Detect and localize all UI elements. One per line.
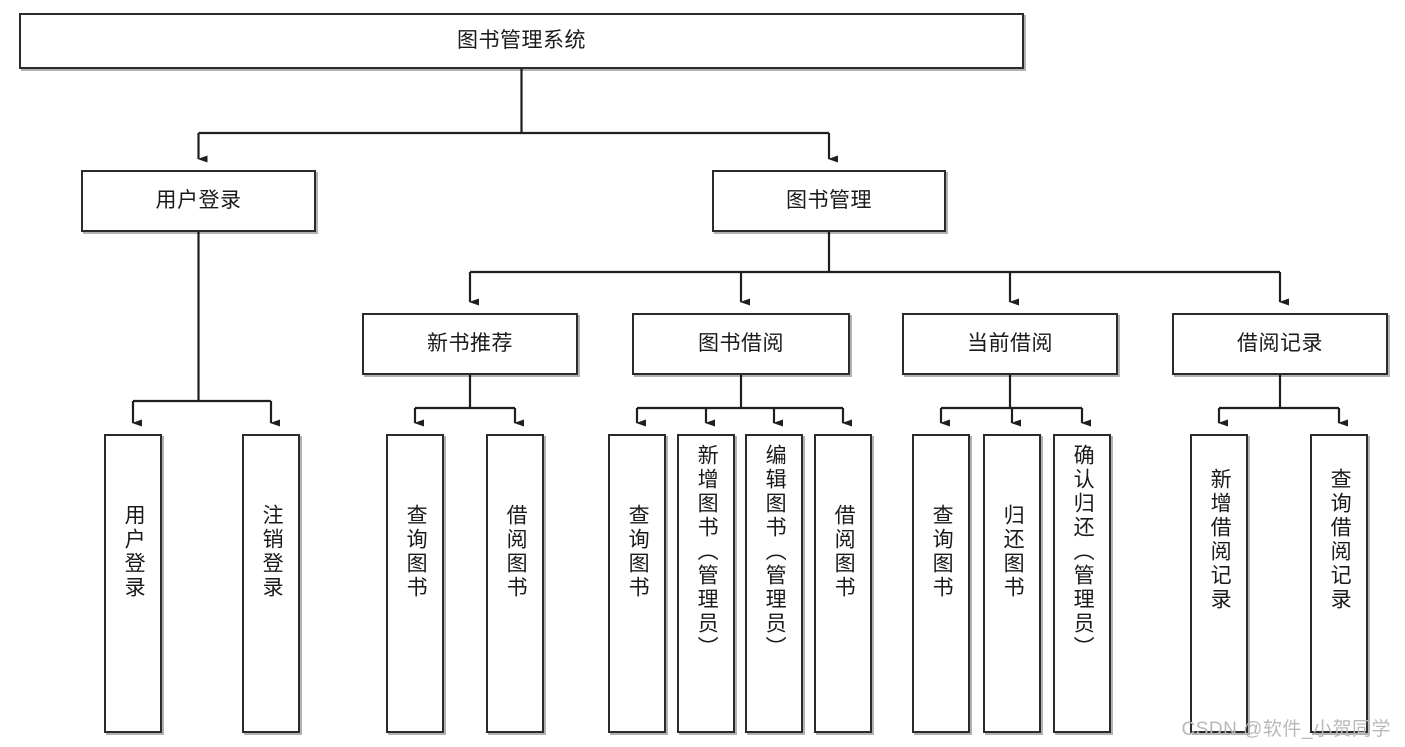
watermark-text: CSDN @软件_小贺同学 xyxy=(1181,719,1391,740)
node-book-manage-label: 图书管理 xyxy=(786,188,872,212)
node-leaf-user-login[interactable]: 用户登录 xyxy=(104,434,162,733)
node-leaf-user-logout[interactable]: 注销登录 xyxy=(242,434,300,733)
node-leaf-borrow-book-1-label: 借阅图书 xyxy=(504,504,528,600)
node-leaf-borrow-book-2[interactable]: 借阅图书 xyxy=(814,434,872,733)
node-book-borrow[interactable]: 图书借阅 xyxy=(632,313,850,375)
node-leaf-query-book-3[interactable]: 查询图书 xyxy=(912,434,970,733)
node-user-login-label: 用户登录 xyxy=(155,188,242,212)
node-leaf-query-record[interactable]: 查询借阅记录 xyxy=(1310,434,1368,733)
node-leaf-query-book-2[interactable]: 查询图书 xyxy=(608,434,666,733)
node-leaf-confirm-return-label: 确认归还（管理员） xyxy=(1071,444,1095,660)
node-leaf-query-record-label: 查询借阅记录 xyxy=(1328,468,1352,612)
node-leaf-add-book-label: 新增图书（管理员） xyxy=(695,444,719,660)
node-root-label: 图书管理系统 xyxy=(457,28,586,52)
node-current-borrow[interactable]: 当前借阅 xyxy=(902,313,1118,375)
node-leaf-return-book-label: 归还图书 xyxy=(1001,504,1025,600)
node-leaf-edit-book-label: 编辑图书（管理员） xyxy=(763,444,787,660)
node-new-book-recommend[interactable]: 新书推荐 xyxy=(362,313,578,375)
node-current-borrow-label: 当前借阅 xyxy=(967,331,1053,355)
node-leaf-query-book-2-label: 查询图书 xyxy=(626,504,650,600)
node-leaf-borrow-book-1[interactable]: 借阅图书 xyxy=(486,434,544,733)
node-new-book-recommend-label: 新书推荐 xyxy=(427,331,513,355)
node-leaf-add-book[interactable]: 新增图书（管理员） xyxy=(677,434,735,733)
node-book-borrow-label: 图书借阅 xyxy=(698,331,784,355)
node-root[interactable]: 图书管理系统 xyxy=(19,13,1024,69)
node-leaf-add-record-label: 新增借阅记录 xyxy=(1208,468,1232,612)
node-leaf-borrow-book-2-label: 借阅图书 xyxy=(832,504,856,600)
node-leaf-query-book-1[interactable]: 查询图书 xyxy=(386,434,444,733)
node-leaf-confirm-return[interactable]: 确认归还（管理员） xyxy=(1053,434,1111,733)
node-user-login[interactable]: 用户登录 xyxy=(81,170,316,232)
node-leaf-user-login-label: 用户登录 xyxy=(122,504,146,600)
node-leaf-add-record[interactable]: 新增借阅记录 xyxy=(1190,434,1248,733)
node-leaf-return-book[interactable]: 归还图书 xyxy=(983,434,1041,733)
node-book-manage[interactable]: 图书管理 xyxy=(712,170,946,232)
node-leaf-query-book-1-label: 查询图书 xyxy=(404,504,428,600)
node-leaf-edit-book[interactable]: 编辑图书（管理员） xyxy=(745,434,803,733)
node-borrow-record[interactable]: 借阅记录 xyxy=(1172,313,1388,375)
node-leaf-user-logout-label: 注销登录 xyxy=(260,504,284,600)
node-leaf-query-book-3-label: 查询图书 xyxy=(930,504,954,600)
node-borrow-record-label: 借阅记录 xyxy=(1237,331,1323,355)
